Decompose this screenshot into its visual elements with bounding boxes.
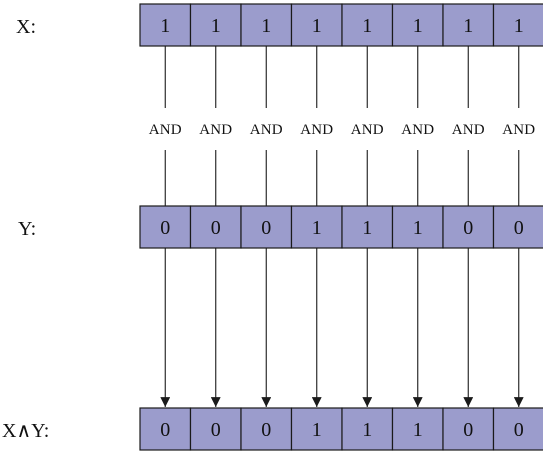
row-label-x: X: bbox=[16, 16, 36, 38]
y-bit-value-3: 1 bbox=[312, 217, 322, 239]
and-operator-label-2: AND bbox=[250, 122, 283, 138]
x-bit-value-7: 1 bbox=[514, 15, 524, 37]
row-y-register: 0 0 0 1 1 1 0 0 bbox=[139, 205, 543, 249]
and-operator-label-4: AND bbox=[351, 122, 384, 138]
x-bit-value-6: 1 bbox=[463, 15, 473, 37]
x-bit-value-5: 1 bbox=[413, 15, 423, 37]
y-bit-value-1: 0 bbox=[211, 217, 221, 239]
result-bit-value-1: 0 bbox=[211, 419, 221, 441]
x-bit-value-4: 1 bbox=[362, 15, 372, 37]
y-bit-cell-2 bbox=[240, 205, 293, 249]
result-bit-value-4: 1 bbox=[362, 419, 372, 441]
y-bit-cell-3 bbox=[290, 205, 343, 249]
y-bit-value-4: 1 bbox=[362, 217, 372, 239]
and-operator-label-7: AND bbox=[502, 122, 535, 138]
x-bit-value-2: 1 bbox=[261, 15, 271, 37]
and-operator-label-5: AND bbox=[401, 122, 434, 138]
y-bit-cell-0 bbox=[139, 205, 192, 249]
x-bit-value-3: 1 bbox=[312, 15, 322, 37]
x-bit-cell-7 bbox=[492, 3, 543, 47]
x-bit-cell-3 bbox=[290, 3, 343, 47]
result-bit-cell-2 bbox=[240, 407, 293, 451]
y-bit-value-7: 0 bbox=[514, 217, 524, 239]
and-operator-label-3: AND bbox=[300, 122, 333, 138]
result-bit-value-2: 0 bbox=[261, 419, 271, 441]
operator-labels: AND AND AND AND AND AND AND AND bbox=[149, 122, 535, 138]
y-bit-value-6: 0 bbox=[463, 217, 473, 239]
result-bit-cell-7 bbox=[492, 407, 543, 451]
x-bit-cell-0 bbox=[139, 3, 192, 47]
x-bit-cell-1 bbox=[189, 3, 242, 47]
x-bit-value-0: 1 bbox=[160, 15, 170, 37]
y-bit-value-5: 1 bbox=[413, 217, 423, 239]
y-bit-value-2: 0 bbox=[261, 217, 271, 239]
result-bit-cell-3 bbox=[290, 407, 343, 451]
x-bit-value-1: 1 bbox=[211, 15, 221, 37]
x-bit-cell-2 bbox=[240, 3, 293, 47]
y-bit-cell-6 bbox=[442, 205, 495, 249]
y-bit-value-0: 0 bbox=[160, 217, 170, 239]
x-bit-cell-5 bbox=[391, 3, 444, 47]
row-label-result: X∧Y: bbox=[2, 420, 49, 442]
result-bit-value-5: 1 bbox=[413, 419, 423, 441]
result-bit-value-7: 0 bbox=[514, 419, 524, 441]
result-bit-value-3: 1 bbox=[312, 419, 322, 441]
result-bit-cell-5 bbox=[391, 407, 444, 451]
and-operator-label-6: AND bbox=[452, 122, 485, 138]
row-label-y: Y: bbox=[18, 218, 36, 240]
y-bit-cell-1 bbox=[189, 205, 242, 249]
result-bit-value-6: 0 bbox=[463, 419, 473, 441]
y-bit-cell-7 bbox=[492, 205, 543, 249]
and-operator-label-0: AND bbox=[149, 122, 182, 138]
and-operator-label-1: AND bbox=[199, 122, 232, 138]
connector-lines bbox=[160, 46, 524, 407]
row-x-register: 1 1 1 1 1 1 1 1 bbox=[139, 3, 543, 47]
result-bit-cell-6 bbox=[442, 407, 495, 451]
row-result-register: 0 0 0 1 1 1 0 0 bbox=[139, 407, 543, 451]
result-bit-value-0: 0 bbox=[160, 419, 170, 441]
